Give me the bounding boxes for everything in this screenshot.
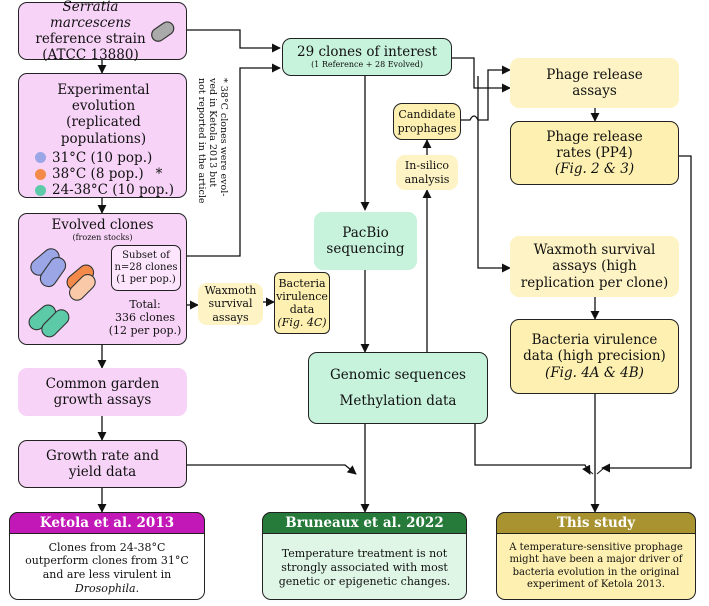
waxmoth-small-box: Waxmoth survival assays [198,283,263,325]
genomic-box: Genomic sequences Methylation data [308,352,488,424]
evolved-clones-title: Evolved clones [51,217,154,233]
clones-of-interest-subtitle: (1 Reference + 28 Evolved) [311,60,423,70]
species-name: Serratia marcescens [50,0,131,31]
blue-dot-icon [35,152,46,164]
arrow-clones-of-interest-to-waxmoth [477,76,511,273]
evolved-clones-box: Evolved clones (frozen stocks) Subset of… [18,213,187,345]
phage-release-rates-box: Phage release rates (PP4) (Fig. 2 & 3) [510,121,679,185]
arrow-growth-to-bruneaux [186,464,357,475]
reference-strain-label: reference strain [35,31,146,47]
this-study-result-box: This study A temperature-sensitive proph… [496,512,696,600]
ketola-result-box: Ketola et al. 2013 Clones from 24-38°C o… [9,512,205,600]
evolution-subtitle: (replicated populations) [60,114,147,147]
arrow-genomic-to-this-study [474,424,591,475]
candidate-prophages-box: Candidate prophages [393,103,461,140]
footnote-38c: * 38°C clones were evol- ved in Ketola 2… [196,78,229,204]
evolution-title: Experimental evolution [57,82,150,115]
treatment-38: 38°C (8 pop.) * [35,166,162,182]
orange-dot-icon [35,168,46,180]
ketola-text: Clones from 24-38°C outperform clones fr… [25,540,189,595]
experimental-evolution-box: Experimental evolution (replicated popul… [18,73,187,198]
bacteria-cluster-icon [28,248,96,338]
pacbio-box: PacBio sequencing [314,212,417,270]
evolved-clones-subtitle: (frozen stocks) [72,233,133,243]
in-silico-box: In-silico analysis [396,155,458,190]
phage-release-assays-box: Phage release assays [510,58,679,108]
bruneaux-text: Temperature treatment is not strongly as… [278,547,451,588]
subset-box: Subset of n=28 clones (1 per pop.) [111,245,181,291]
bruneaux-result-box: Bruneaux et al. 2022 Temperature treatme… [262,512,467,600]
atcc-label: (ATCC 13880) [42,47,139,64]
this-study-text: A temperature-sensitive prophage might h… [509,541,683,591]
clones-of-interest-title: 29 clones of interest [296,44,438,61]
total-clones-label: Total: 336 clones (12 per pop.) [108,298,182,338]
arrow-candidate-to-phage-release [461,65,511,121]
common-garden-box: Common garden growth assays [18,368,187,416]
arrow-rates-to-this-study [601,155,692,473]
arrow-strain-to-clones-of-interest [187,29,281,53]
footnote-mark: * [155,165,163,182]
clones-of-interest-box: 29 clones of interest (1 Reference + 28 … [282,38,452,76]
treatment-24-38: 24-38°C (10 pop.) [35,182,174,198]
bacterium-grey-icon [151,21,175,42]
ketola-header: Ketola et al. 2013 [9,512,205,534]
growth-rate-box: Growth rate and yield data [18,440,187,488]
reference-strain-box: Serratia marcescens reference strain (AT… [18,0,187,64]
bacteria-virulence-small-box: Bacteria virulence data (Fig. 4C) [274,272,330,334]
waxmoth-survival-box: Waxmoth survival assays (high replicatio… [510,236,679,297]
bacteria-virulence-box: Bacteria virulence data (high precision)… [510,319,679,394]
this-study-header: This study [496,512,696,534]
treatment-31: 31°C (10 pop.) [35,150,152,166]
green-dot-icon [35,184,46,196]
arrow-subset-to-clones-of-interest [179,63,281,257]
bruneaux-header: Bruneaux et al. 2022 [262,512,467,534]
arrow-clones-of-interest-to-phage-release [452,57,511,93]
